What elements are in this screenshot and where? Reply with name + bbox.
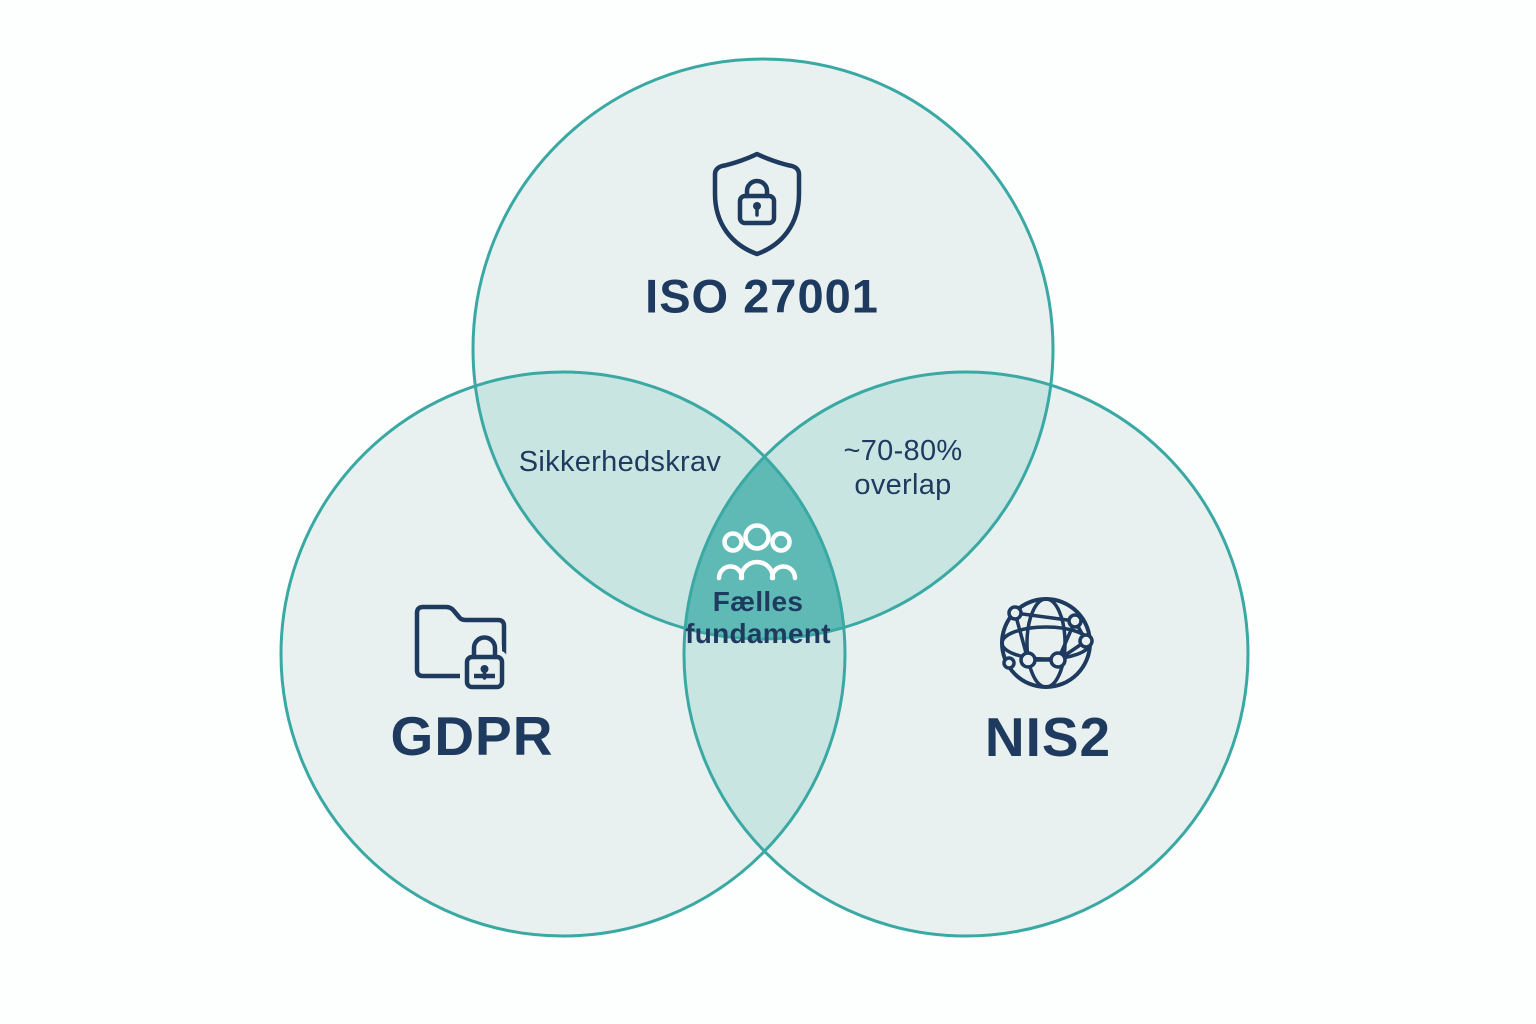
label-overlap-center-line1: Fælles [712, 586, 804, 617]
label-overlap-iso-nis2-line2: overlap [854, 469, 952, 501]
circle-iso27001-outline [471, 57, 1055, 641]
label-overlap-iso-nis2: ~70-80% overlap [844, 434, 963, 502]
circle-gdpr-outline [279, 370, 847, 938]
overlap-iso-nis2-region [684, 372, 1053, 639]
circle-nis2-outline [682, 370, 1250, 938]
label-overlap-center: Fælles fundament [685, 586, 831, 650]
overlap-iso-gdpr-region [473, 372, 845, 639]
folder-lock-icon [414, 604, 509, 694]
label-iso27001: ISO 27001 [645, 269, 879, 323]
label-gdpr: GDPR [390, 705, 554, 767]
shield-lock-icon [712, 151, 802, 257]
people-group-icon [716, 523, 798, 581]
label-overlap-iso-nis2-line1: ~70-80% [843, 435, 963, 467]
label-overlap-center-line2: fundament [685, 618, 831, 649]
label-overlap-iso-gdpr: Sikkerhedskrav [518, 446, 722, 478]
globe-network-icon [1000, 597, 1094, 689]
label-nis2: NIS2 [984, 706, 1112, 768]
